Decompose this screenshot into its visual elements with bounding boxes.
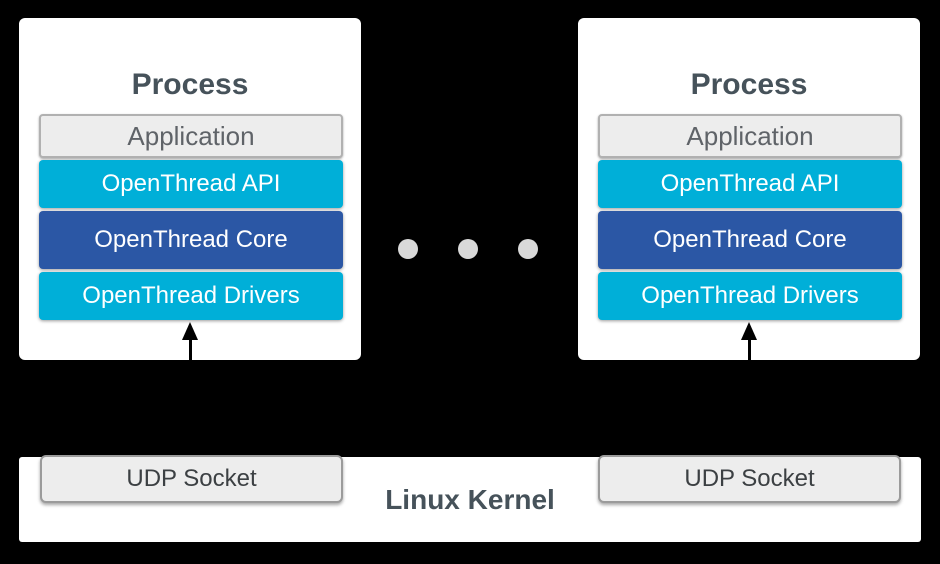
layer-openthread-core: OpenThread Core — [598, 211, 902, 269]
layer-openthread-api: OpenThread API — [39, 160, 343, 208]
process-title: Process — [690, 68, 808, 101]
process-box-left: Process Application OpenThread API OpenT… — [19, 18, 361, 360]
layer-openthread-api: OpenThread API — [598, 160, 902, 208]
dot-icon — [458, 239, 478, 259]
arrow-head — [741, 322, 757, 340]
ellipsis-dots — [398, 239, 538, 259]
process-box-right: Process Application OpenThread API OpenT… — [578, 18, 920, 360]
arrow-head — [182, 322, 198, 340]
layer-openthread-drivers: OpenThread Drivers — [598, 272, 902, 320]
dot-icon — [518, 239, 538, 259]
udp-socket-left: UDP Socket — [40, 455, 343, 503]
up-arrow-icon — [182, 322, 198, 360]
layer-openthread-drivers: OpenThread Drivers — [39, 272, 343, 320]
dot-icon — [398, 239, 418, 259]
arrow-line — [188, 340, 192, 360]
layer-openthread-core: OpenThread Core — [39, 211, 343, 269]
kernel-label: Linux Kernel — [385, 483, 555, 515]
udp-socket-right: UDP Socket — [598, 455, 901, 503]
layer-application: Application — [39, 114, 343, 158]
layer-application: Application — [598, 114, 902, 158]
arrow-line — [747, 340, 751, 360]
process-title: Process — [131, 68, 249, 101]
up-arrow-icon — [741, 322, 757, 360]
